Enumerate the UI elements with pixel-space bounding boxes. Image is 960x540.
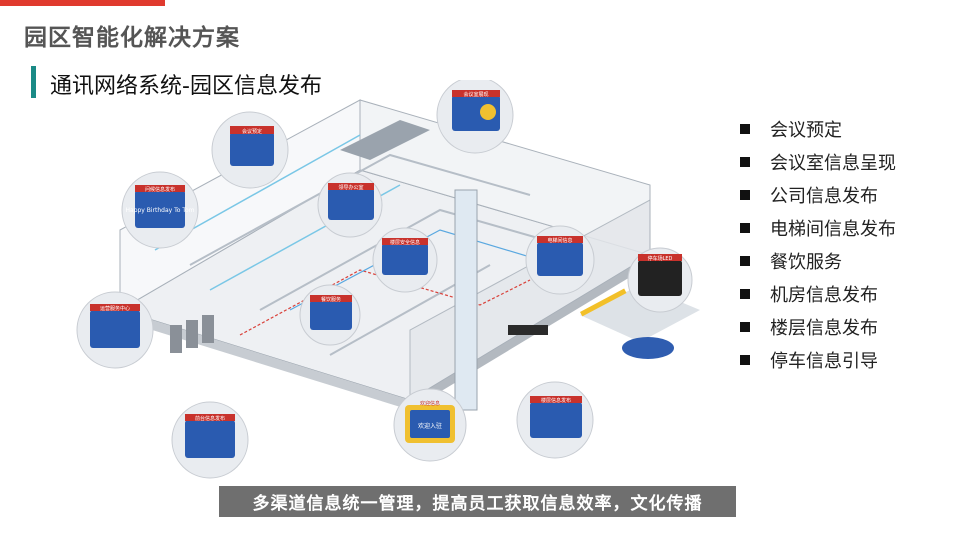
callout-floor-security-label: 楼层安全信息 — [390, 239, 420, 246]
list-item: 餐饮服务 — [740, 244, 896, 277]
callout-parking-label: 停车场LED — [648, 255, 673, 262]
feature-label: 电梯间信息发布 — [770, 218, 896, 240]
feature-label: 公司信息发布 — [770, 185, 878, 207]
subtitle-accent-bar — [31, 66, 36, 98]
callout-floor-security: 楼层安全信息 — [372, 227, 438, 293]
callout-leader-office: 领导办公室 — [317, 172, 383, 238]
callout-greeting-label: 问候信息发布 — [145, 186, 175, 193]
callout-ops-center: 运营服务中心 — [76, 291, 154, 369]
callout-catering: 餐饮服务 — [299, 284, 361, 346]
square-bullet-icon — [740, 288, 750, 299]
feature-label: 会议预定 — [770, 119, 842, 141]
led-sign — [508, 325, 548, 335]
server-rack — [170, 325, 182, 353]
network-cable — [289, 229, 541, 311]
server-rack — [202, 315, 214, 343]
callout-leader-office-label: 领导办公室 — [338, 184, 363, 191]
list-item: 停车信息引导 — [740, 343, 896, 376]
callout-floor-info: 楼层信息发布 — [516, 381, 594, 459]
list-item: 楼层信息发布 — [740, 310, 896, 343]
callout-lobby-label: 欢迎信息 — [420, 400, 440, 407]
square-bullet-icon — [740, 255, 750, 266]
square-bullet-icon — [740, 222, 750, 233]
partition — [259, 208, 581, 311]
callout-front-desk-label: 前台信息发布 — [195, 415, 225, 422]
feature-label: 餐饮服务 — [770, 251, 842, 273]
square-bullet-icon — [740, 189, 750, 200]
partition — [189, 153, 531, 266]
callout-greeting-text: Happy Birthday To Tom — [126, 207, 195, 214]
feature-list: 会议预定 会议室信息呈现 公司信息发布 电梯间信息发布 餐饮服务 机房信息发布 … — [740, 112, 896, 376]
callout-meeting-room: 会议室展现 — [436, 80, 514, 154]
callout-catering-label: 餐饮服务 — [321, 296, 341, 303]
callout-meeting-booking: 会议预定 — [211, 111, 289, 189]
top-accent-bar — [0, 0, 165, 6]
feature-label: 停车信息引导 — [770, 350, 878, 372]
list-item: 电梯间信息发布 — [740, 211, 896, 244]
callout-front-desk: 前台信息发布 — [171, 401, 249, 479]
feature-label: 会议室信息呈现 — [770, 152, 896, 174]
callout-greeting: 问候信息发布 Happy Birthday To Tom — [121, 171, 199, 249]
list-item: 会议室信息呈现 — [740, 145, 896, 178]
callout-elevator: 电梯间信息 — [525, 225, 595, 295]
callout-meeting-booking-label: 会议预定 — [242, 128, 262, 135]
callout-parking: 停车场LED — [627, 247, 693, 313]
server-rack — [186, 320, 198, 348]
elevator-shaft — [454, 189, 478, 411]
square-bullet-icon — [740, 354, 750, 365]
callout-lobby-screen: 欢迎入驻 — [418, 422, 442, 430]
car — [622, 337, 674, 359]
callout-floor-info-label: 楼层信息发布 — [541, 397, 571, 404]
square-bullet-icon — [740, 156, 750, 167]
list-item: 公司信息发布 — [740, 178, 896, 211]
campus-building-illustration: 会议预定 会议室展现 问候信息发布 Happy Birthday To Tom … — [76, 80, 700, 479]
list-item: 会议预定 — [740, 112, 896, 145]
page-subtitle: 通讯网络系统-园区信息发布 — [50, 74, 322, 99]
callout-meeting-room-label: 会议室展现 — [463, 91, 488, 98]
feature-label: 楼层信息发布 — [770, 317, 878, 339]
callout-elevator-label: 电梯间信息 — [547, 237, 572, 244]
summary-banner: 多渠道信息统一管理，提高员工获取信息效率，文化传播 — [219, 486, 736, 517]
callout-lobby: 欢迎信息 欢迎入驻 — [393, 388, 467, 462]
square-bullet-icon — [740, 123, 750, 134]
parking-barrier — [580, 288, 627, 317]
callout-ops-center-label: 运营服务中心 — [100, 305, 130, 312]
square-bullet-icon — [740, 321, 750, 332]
page-title: 园区智能化解决方案 — [24, 25, 240, 51]
meeting-table — [340, 120, 430, 160]
list-item: 机房信息发布 — [740, 277, 896, 310]
feature-label: 机房信息发布 — [770, 284, 878, 306]
